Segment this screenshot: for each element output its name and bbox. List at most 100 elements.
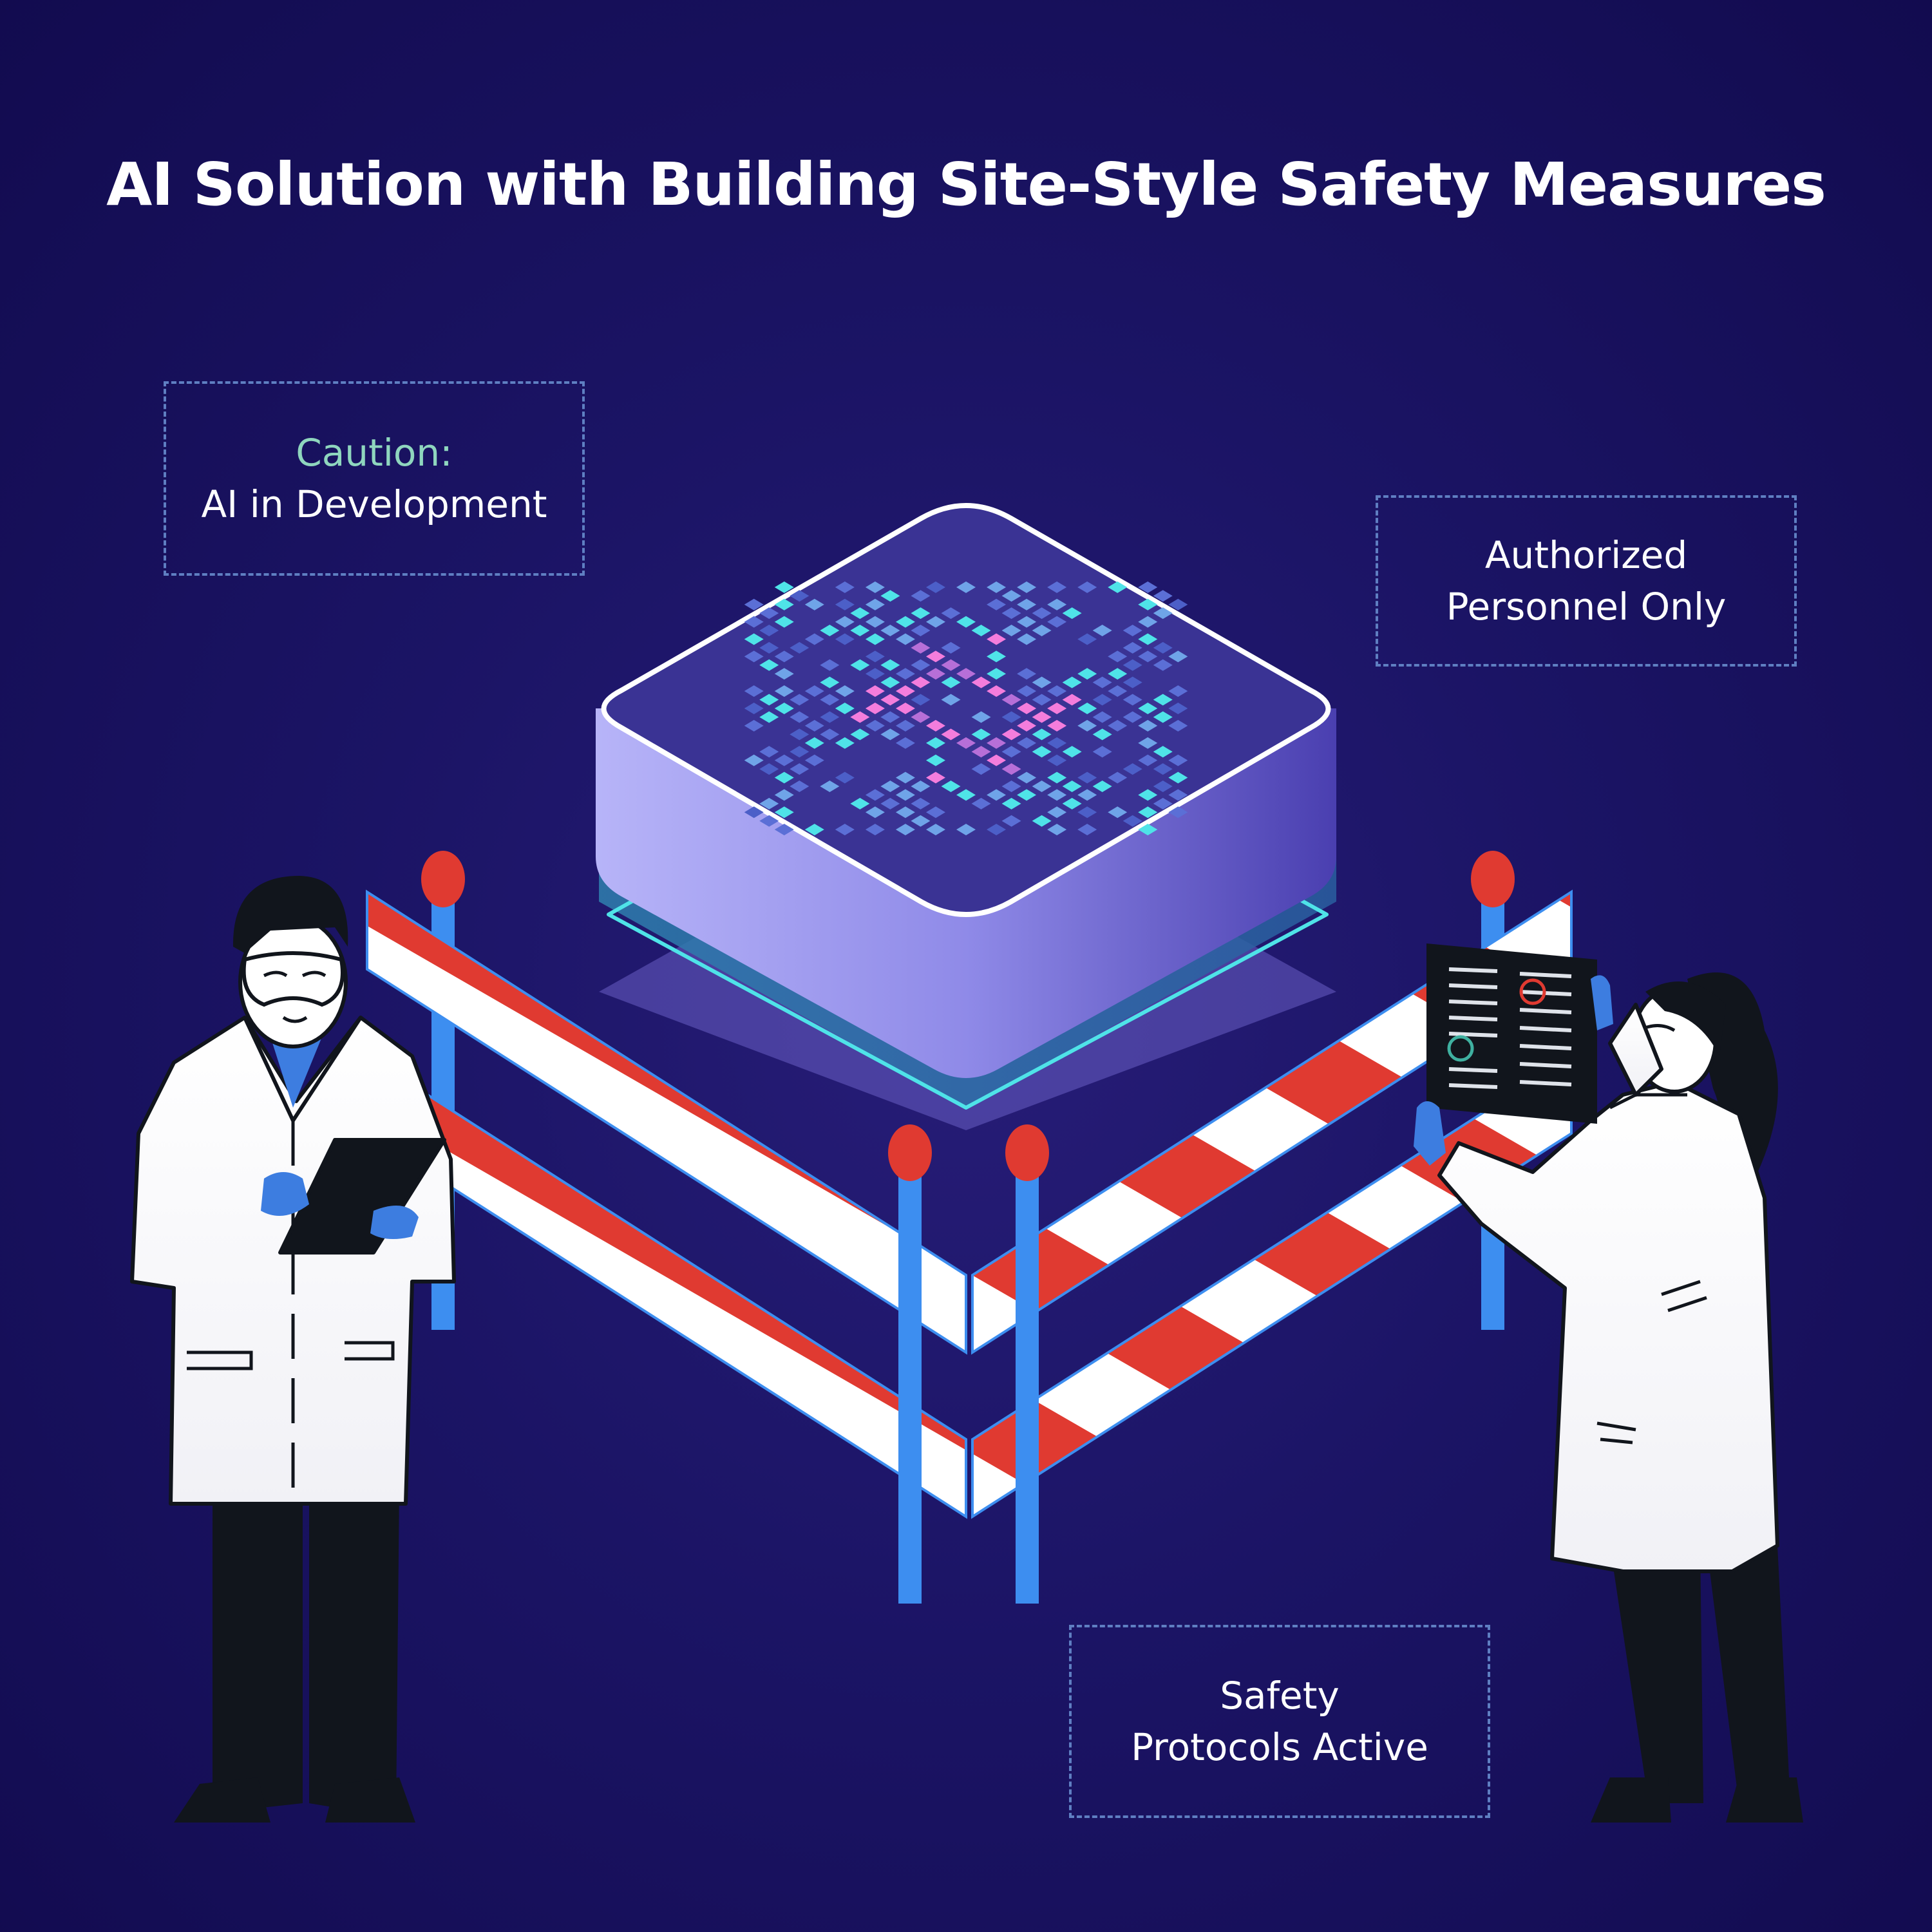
chip-pixel	[1062, 676, 1082, 688]
chip-pixel	[1108, 719, 1128, 732]
chip-pixel	[971, 728, 991, 741]
chip-pixel	[774, 581, 794, 593]
chip-pixel	[941, 780, 961, 792]
chip-pixel	[1001, 625, 1021, 637]
chip-pixel	[880, 676, 900, 688]
chip-pixel	[1122, 815, 1142, 827]
chip-pixel	[759, 797, 779, 810]
ai-chip-icon	[596, 503, 1336, 1130]
chip-pixel	[1138, 754, 1158, 766]
chip-pixel	[1047, 703, 1067, 714]
chip-pixel	[1092, 728, 1112, 741]
chip-pixel	[987, 824, 1007, 836]
chip-pixel	[1001, 815, 1021, 827]
chip-pixel	[1032, 607, 1052, 620]
chip-pixel	[1017, 685, 1037, 697]
chip-pixel	[835, 685, 855, 697]
scientist-with-document	[1414, 943, 1803, 1823]
chip-pixel	[1047, 719, 1067, 732]
chip-pixel	[1138, 650, 1158, 663]
chip-pixel	[1122, 694, 1142, 706]
chip-pixel	[790, 590, 810, 602]
chip-pixel	[1047, 685, 1067, 697]
chip-pixel	[774, 616, 794, 628]
chip-pixel	[956, 581, 976, 593]
chip-pixel	[1168, 789, 1188, 801]
chip-pixel	[774, 824, 794, 836]
chip-pixel	[987, 685, 1007, 697]
chip-pixel	[1077, 824, 1097, 836]
chip-pixel	[1017, 668, 1037, 680]
chip-pixel	[987, 633, 1007, 645]
chip-pixel	[987, 598, 1007, 611]
chip-pixel	[1032, 676, 1052, 688]
chip-pixel	[1108, 650, 1128, 663]
chip-pixel	[1077, 581, 1097, 593]
construction-barrier-icon	[366, 889, 1573, 1355]
chip-pixel	[956, 668, 976, 680]
chip-pixel	[987, 754, 1007, 766]
safety-line-1: Safety	[1220, 1673, 1340, 1718]
chip-pixel	[865, 703, 885, 714]
chip-pixel	[987, 650, 1007, 663]
chip-pixel	[1017, 598, 1037, 611]
chip-pixel	[744, 598, 764, 611]
chip-pixel	[865, 633, 885, 645]
chip-pixel	[1032, 780, 1052, 792]
chip-pixel	[1062, 746, 1082, 758]
chip-pixel	[1077, 806, 1097, 819]
chip-pixel	[835, 703, 855, 714]
chip-pixel	[1047, 598, 1067, 611]
chip-pixel	[1153, 641, 1173, 654]
chip-pixel	[774, 806, 794, 819]
safety-line-2: Protocols Active	[1131, 1725, 1428, 1769]
chip-pixel	[971, 625, 991, 637]
chip-pixel	[759, 625, 779, 637]
chip-pixel	[804, 754, 824, 766]
chip-pixel	[925, 650, 945, 663]
chip-pixel	[744, 754, 764, 766]
chip-pixel	[911, 625, 931, 637]
chip-pixel	[865, 806, 885, 819]
chip-pixel	[1047, 737, 1067, 749]
chip-pixel	[1032, 694, 1052, 706]
chip-pixel	[925, 737, 945, 749]
chip-pixel	[1168, 703, 1188, 714]
chip-pixel	[1092, 746, 1112, 758]
chip-pixel	[1108, 668, 1128, 680]
chip-pixel	[1168, 772, 1188, 784]
chip-pixel	[911, 711, 931, 723]
caution-heading: Caution:	[296, 430, 453, 475]
chip-pixel	[820, 625, 840, 637]
chip-pixel	[941, 728, 961, 741]
chip-pixel	[895, 806, 915, 819]
chip-pixel	[1047, 616, 1067, 628]
chip-pixel	[1077, 789, 1097, 801]
chip-pixel	[774, 685, 794, 697]
chip-pixel	[1001, 763, 1021, 775]
chip-pixel	[1122, 711, 1142, 723]
chip-pixel	[1047, 772, 1067, 784]
chip-pixel	[865, 668, 885, 680]
chip-pixel	[759, 746, 779, 758]
chip-pixel	[744, 633, 764, 645]
safety-sign: Safety Protocols Active	[1069, 1625, 1490, 1818]
chip-pixel	[880, 780, 900, 792]
chip-pixel	[1122, 641, 1142, 654]
chip-pixel	[1032, 625, 1052, 637]
chip-pixel	[987, 737, 1007, 749]
chip-pixel	[956, 737, 976, 749]
chip-pixel	[941, 641, 961, 654]
caution-sign: Caution: AI in Development	[164, 381, 585, 576]
chip-pixel	[1001, 797, 1021, 810]
chip-pixel	[865, 598, 885, 611]
chip-pixel	[1122, 625, 1142, 637]
chip-pixel	[1168, 719, 1188, 732]
chip-pixel	[759, 607, 779, 620]
chip-pixel	[1001, 694, 1021, 706]
chip-pixel	[850, 728, 870, 741]
chip-pixel	[1138, 581, 1158, 593]
chip-pixel	[835, 633, 855, 645]
chip-pixel	[820, 780, 840, 792]
chip-pixel	[1153, 590, 1173, 602]
